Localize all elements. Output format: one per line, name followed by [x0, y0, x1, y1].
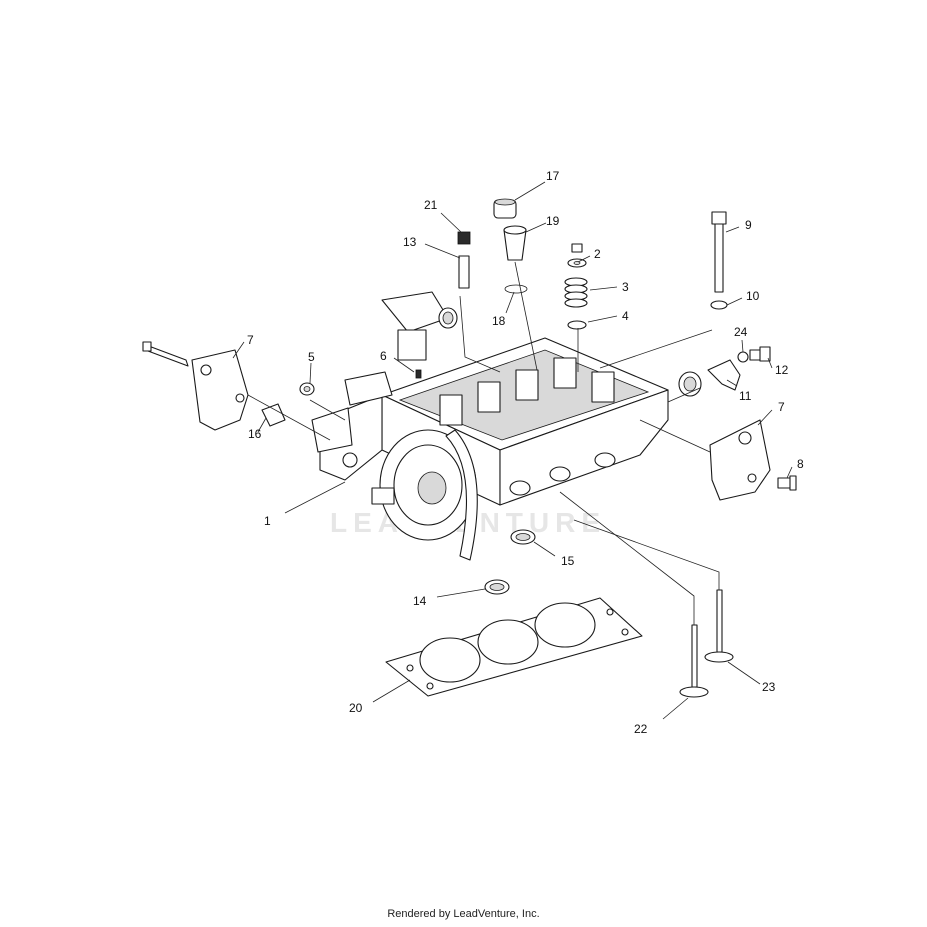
o-ring[interactable] — [504, 284, 528, 294]
bolt[interactable] — [777, 475, 797, 491]
callout-12: 12 — [775, 363, 789, 377]
callout-11: 11 — [739, 389, 752, 403]
callout-1: 1 — [264, 514, 271, 528]
oil-seal-large[interactable] — [484, 579, 510, 595]
washer-small[interactable] — [737, 351, 749, 363]
callout-21: 21 — [424, 198, 438, 212]
callout-2: 2 — [594, 247, 601, 261]
footer-credit: Rendered by LeadVenture, Inc. — [387, 908, 540, 920]
callout-23: 23 — [762, 680, 776, 694]
head-gasket[interactable] — [385, 597, 643, 697]
plug[interactable] — [299, 382, 315, 396]
callout-6: 6 — [380, 349, 387, 363]
callout-15: 15 — [561, 554, 575, 568]
callout-7-right: 7 — [778, 400, 785, 414]
valve-keeper[interactable] — [571, 243, 583, 253]
injector-sleeve[interactable] — [503, 225, 527, 261]
callout-18: 18 — [492, 314, 506, 328]
valve-spring[interactable] — [564, 277, 588, 308]
valve-spring-retainer[interactable] — [567, 258, 587, 268]
mount-plate-left[interactable] — [191, 349, 249, 431]
bracket[interactable] — [707, 359, 741, 391]
callouts: 1 2 3 4 5 6 7 7 8 9 10 11 12 13 14 15 16… — [247, 169, 804, 736]
dowel-sleeve[interactable] — [261, 403, 286, 427]
fuel-injector[interactable] — [381, 291, 458, 361]
oil-seal[interactable] — [510, 529, 536, 545]
valve-guide[interactable] — [458, 255, 470, 289]
injector-cap[interactable] — [493, 198, 517, 219]
spring-seat[interactable] — [567, 320, 587, 330]
washer[interactable] — [710, 300, 728, 310]
bolt-small[interactable] — [749, 346, 771, 362]
mount-plate-right[interactable] — [709, 419, 771, 501]
callout-16: 16 — [248, 427, 262, 441]
callout-9: 9 — [745, 218, 752, 232]
callout-17: 17 — [546, 169, 560, 183]
callout-3: 3 — [622, 280, 629, 294]
exhaust-valve[interactable] — [704, 589, 734, 663]
callout-20: 20 — [349, 701, 363, 715]
head-bolt[interactable] — [711, 211, 727, 293]
callout-14: 14 — [413, 594, 427, 608]
intake-valve[interactable] — [679, 624, 709, 698]
callout-8: 8 — [797, 457, 804, 471]
callout-22: 22 — [634, 722, 648, 736]
bolt-left[interactable] — [142, 341, 189, 367]
pin[interactable] — [415, 369, 422, 379]
cylinder-head[interactable] — [311, 337, 669, 561]
callout-24: 24 — [734, 325, 748, 339]
callout-19: 19 — [546, 214, 560, 228]
callout-13: 13 — [403, 235, 417, 249]
valve-stem-seal[interactable] — [457, 231, 471, 245]
leader-lines — [232, 181, 793, 720]
callout-10: 10 — [746, 289, 760, 303]
callout-4: 4 — [622, 309, 629, 323]
callout-5: 5 — [308, 350, 315, 364]
callout-7-left: 7 — [247, 333, 254, 347]
